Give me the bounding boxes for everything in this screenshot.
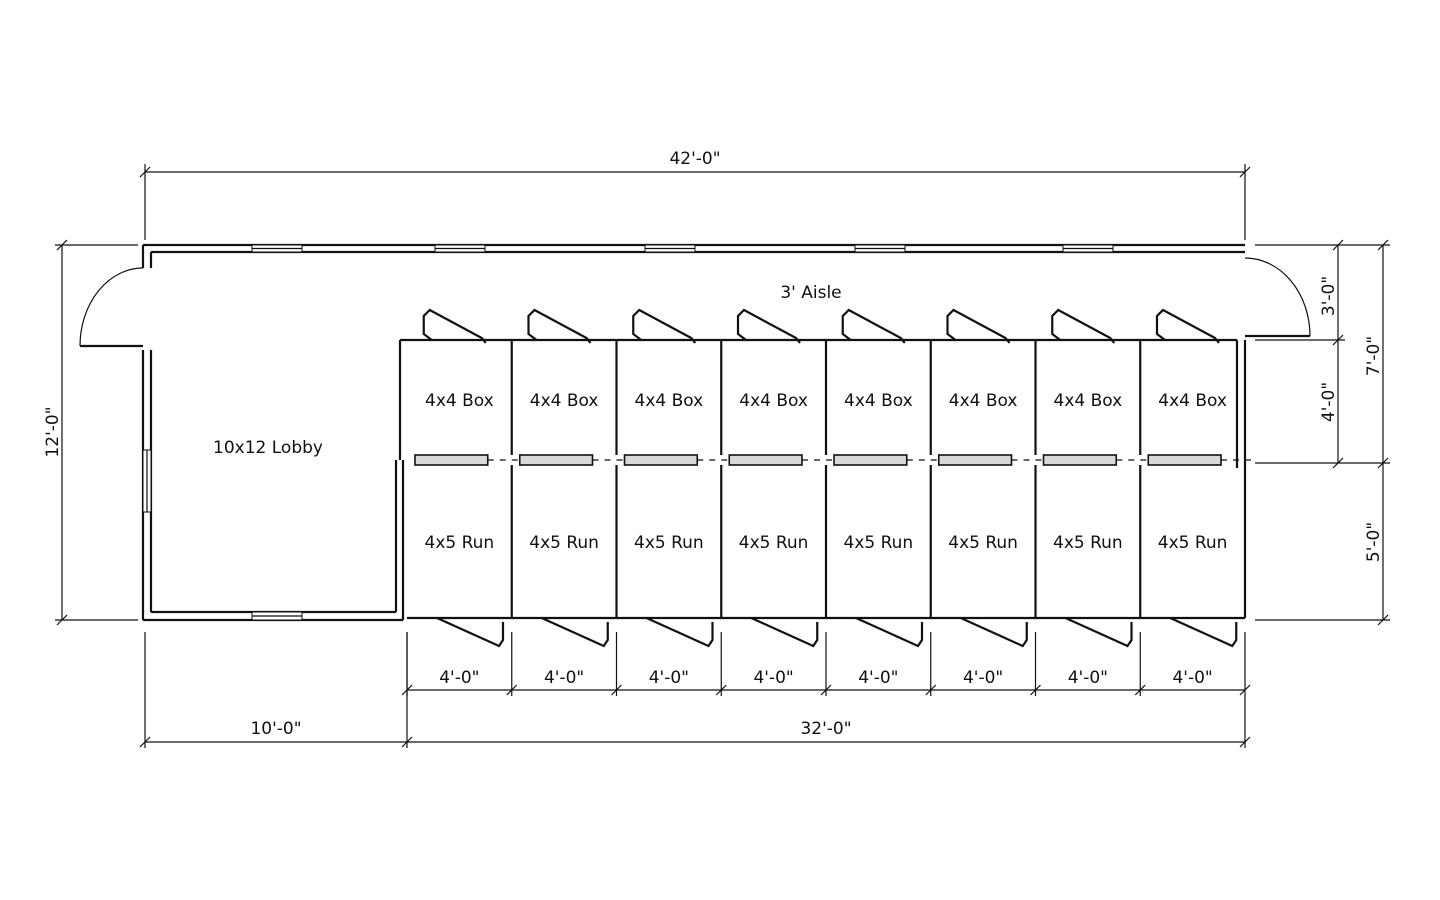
bay-dimension-ticks <box>401 632 1251 696</box>
box-label: 4x4 Box <box>1054 391 1123 411</box>
exterior-walls <box>141 243 1247 622</box>
bay-width-dim: 4'-0" <box>649 668 689 688</box>
box-label: 4x4 Box <box>425 391 494 411</box>
bay-width-dim: 4'-0" <box>753 668 793 688</box>
run-label: 4x5 Run <box>1158 533 1228 553</box>
bay-width-dim: 4'-0" <box>1068 668 1108 688</box>
box-door <box>736 308 801 344</box>
bay-dim-tick <box>401 684 413 696</box>
run-label: 4x5 Run <box>1053 533 1123 553</box>
run-door <box>750 616 819 648</box>
box-door <box>1155 308 1220 344</box>
bay-dim-tick <box>611 684 622 696</box>
kennel-bays <box>398 308 1251 648</box>
box-door <box>1051 308 1116 344</box>
box-door <box>632 308 697 344</box>
bay-labels: 4x4 Box 4x5 Run 4'-0" 4x4 Box 4x5 Run 4'-0" 4x… <box>425 391 1228 688</box>
partition-wall <box>1147 454 1222 466</box>
bay-width-dim: 4'-0" <box>1172 668 1212 688</box>
partition-wall <box>623 454 699 466</box>
aisle-depth-dim: 3'-0" <box>1319 276 1339 316</box>
box-door <box>527 308 592 344</box>
top-windows <box>251 244 1114 253</box>
bay-width-dim: 4'-0" <box>544 668 584 688</box>
run-depth-dim: 5'-0" <box>1364 522 1384 562</box>
box-door <box>841 308 906 344</box>
bay-dim-tick <box>715 684 727 696</box>
run-label: 4x5 Run <box>425 533 495 553</box>
aisle-label: 3' Aisle <box>780 283 841 303</box>
run-door <box>541 616 609 648</box>
partition-wall <box>414 454 489 466</box>
run-door <box>646 616 714 648</box>
bay-dim-tick <box>925 684 937 696</box>
overall-depth-dim: 12'-0" <box>43 406 63 457</box>
run-door <box>436 616 505 648</box>
box-door <box>422 308 487 344</box>
run-door <box>960 616 1028 648</box>
bay-width-dim: 4'-0" <box>963 668 1003 688</box>
entry-doors <box>79 257 1311 348</box>
run-label: 4x5 Run <box>948 533 1018 553</box>
partition-wall <box>833 454 908 466</box>
lobby-width-dim: 10'-0" <box>250 719 301 739</box>
box-label: 4x4 Box <box>844 391 913 411</box>
box-label: 4x4 Box <box>530 391 599 411</box>
run-door <box>1169 616 1238 648</box>
run-label: 4x5 Run <box>529 533 599 553</box>
box-depth-dim: 4'-0" <box>1319 382 1339 422</box>
overall-width-dim: 42'-0" <box>669 149 720 169</box>
run-label: 4x5 Run <box>739 533 809 553</box>
bay-dim-tick <box>820 684 832 696</box>
bay-width-dim: 4'-0" <box>858 668 898 688</box>
box-label: 4x4 Box <box>739 391 808 411</box>
bay-dim-tick <box>506 684 518 696</box>
run-label: 4x5 Run <box>634 533 704 553</box>
partition-wall <box>1042 454 1118 466</box>
bay-width-dim: 4'-0" <box>439 668 479 688</box>
bay-dim-tick <box>1030 684 1041 696</box>
run-door <box>1065 616 1133 648</box>
partition-wall <box>937 454 1013 466</box>
box-door <box>946 308 1011 344</box>
bay-dim-tick <box>1134 684 1146 696</box>
run-label: 4x5 Run <box>844 533 914 553</box>
lobby-windows <box>142 449 303 621</box>
box-label: 4x4 Box <box>635 391 704 411</box>
box-label: 4x4 Box <box>1158 391 1227 411</box>
dimension-lines <box>55 164 1390 748</box>
box-label: 4x4 Box <box>949 391 1018 411</box>
kennel-width-dim: 32'-0" <box>800 719 851 739</box>
bay-dim-tick <box>1239 684 1251 696</box>
lobby-label: 10x12 Lobby <box>213 438 323 458</box>
partition-wall <box>728 454 803 466</box>
run-door <box>855 616 924 648</box>
partition-wall <box>518 454 594 466</box>
aisle-plus-box-dim: 7'-0" <box>1364 336 1384 376</box>
